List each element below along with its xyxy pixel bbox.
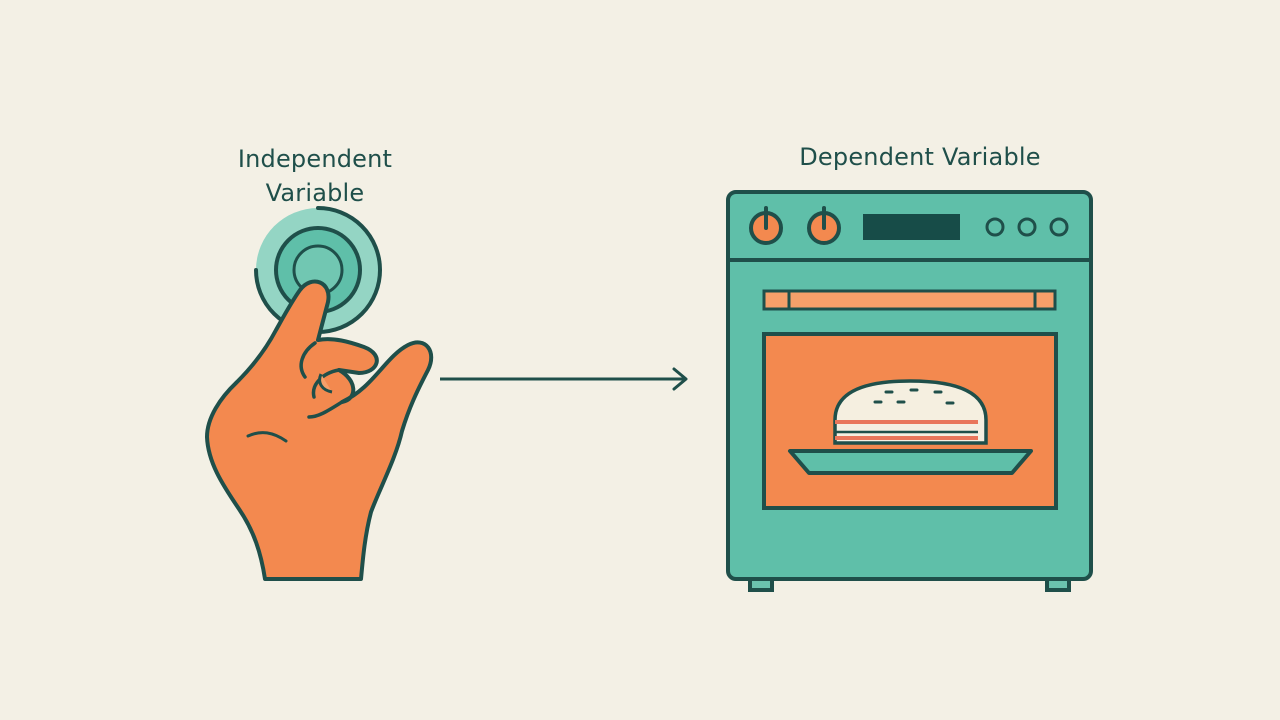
independent-variable-label-line2: Variable <box>265 179 365 207</box>
independent-variable-label: Independent Variable <box>200 142 430 210</box>
arrow-head <box>672 367 688 391</box>
burger-bun <box>833 379 988 445</box>
burger-icon <box>833 379 988 445</box>
dependent-variable-label: Dependent Variable <box>799 143 1041 171</box>
oven-control-knobs <box>749 206 841 245</box>
oven-button-3 <box>1049 217 1069 237</box>
palm-line <box>246 431 288 443</box>
dial-outer-ring <box>254 206 382 334</box>
oven-door-handle <box>762 289 1057 311</box>
finger-crease-1 <box>299 341 317 379</box>
independent-variable-label-line1: Independent <box>237 145 393 173</box>
hand-icon <box>205 279 434 581</box>
oven-display <box>863 214 960 240</box>
oven-buttons <box>985 217 1069 237</box>
burger-seeds <box>873 388 955 405</box>
baking-tray <box>788 449 1033 475</box>
oven-button-1 <box>985 217 1005 237</box>
knuckle-shade <box>318 373 333 394</box>
oven-icon <box>726 190 1093 592</box>
arrow-right-icon <box>440 367 688 391</box>
hand-shape <box>205 279 434 581</box>
oven-button-2 <box>1017 217 1037 237</box>
finger-crease-3 <box>307 400 344 419</box>
